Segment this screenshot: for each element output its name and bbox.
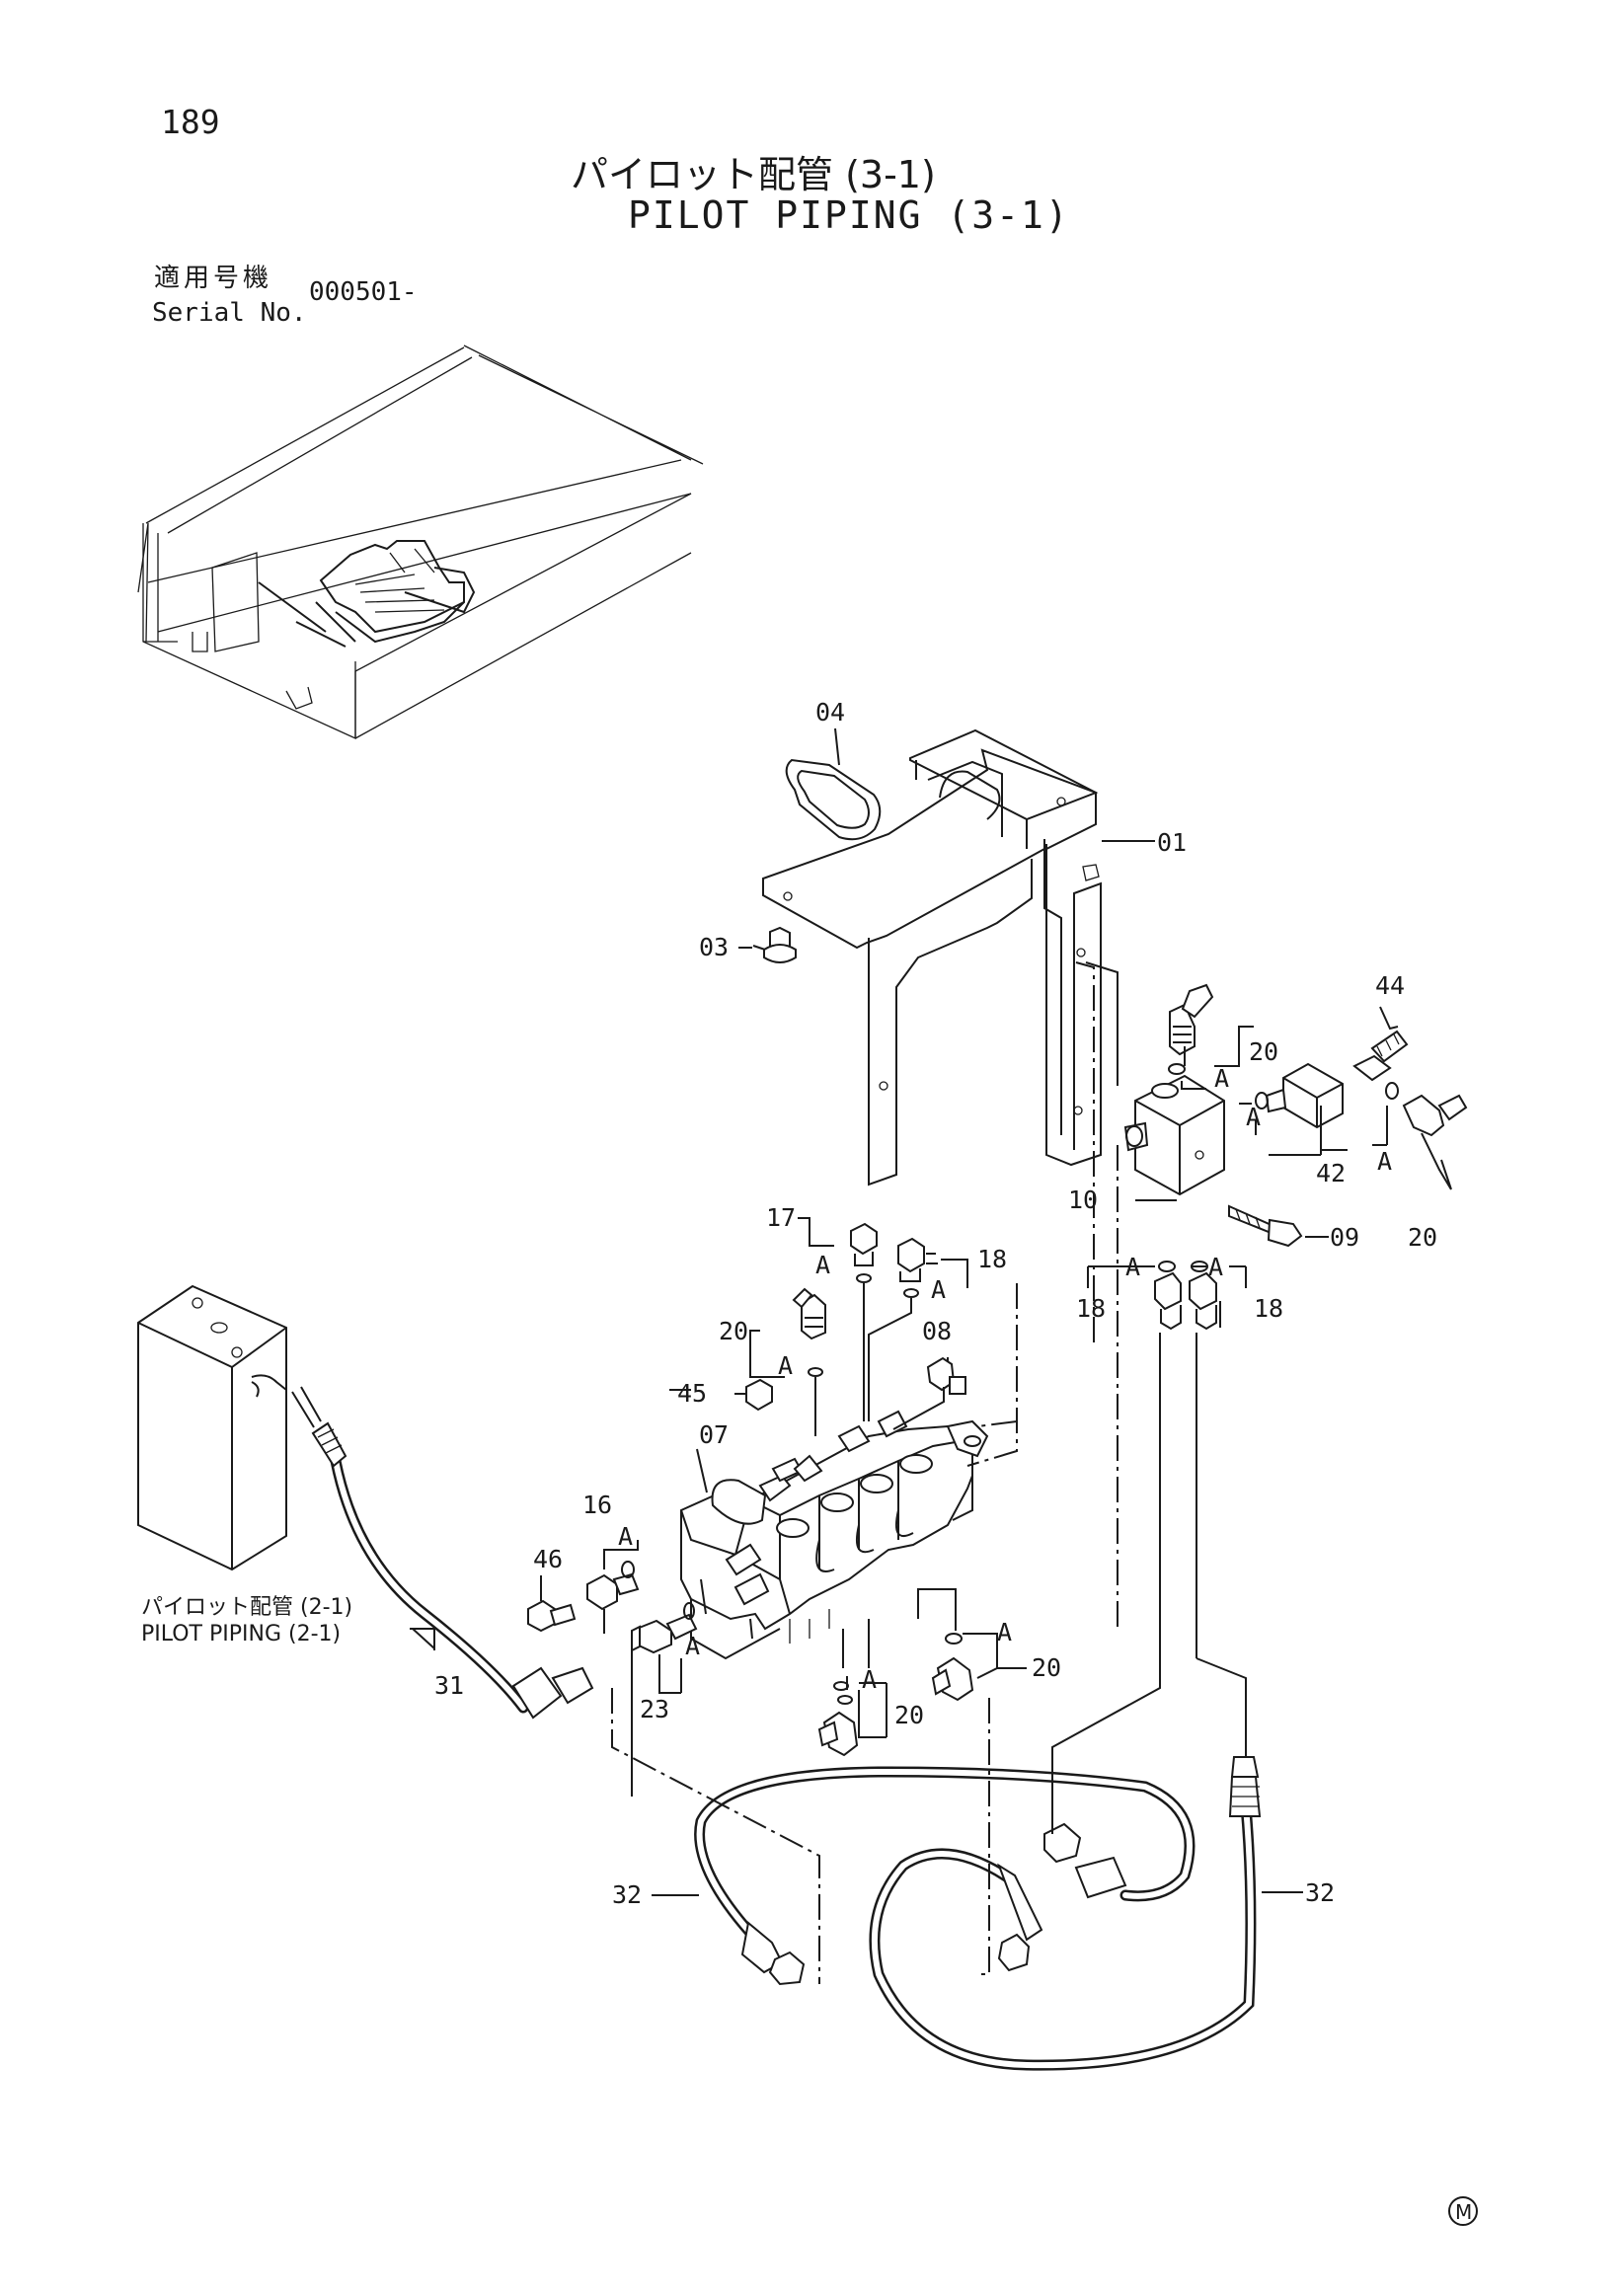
callout-10: 10 <box>1068 1186 1098 1214</box>
plug-17 <box>850 1222 878 1421</box>
seal-ring-markers <box>1087 1026 1388 1288</box>
serial-label-english: Serial No. <box>152 298 307 328</box>
machine-overview-illustration <box>137 344 704 740</box>
gasket-04 <box>785 758 882 841</box>
page-title-japanese: パイロット配管 (3-1) <box>571 153 936 196</box>
hose-32-right <box>869 1657 1262 2071</box>
hose-32-left <box>694 1648 1196 1986</box>
svg-text:M: M <box>1455 2200 1472 2224</box>
callout-20-top: 20 <box>1249 1037 1278 1066</box>
callout-20-lower-right: 20 <box>1032 1653 1061 1682</box>
dashed-routing-lines <box>611 961 1119 1984</box>
callout-31: 31 <box>434 1671 464 1700</box>
callout-03: 03 <box>699 933 729 961</box>
fitting-16 <box>586 1540 640 1634</box>
callout-04: 04 <box>815 698 845 727</box>
serial-label-japanese: 適用号機 <box>154 264 273 293</box>
a-marker: A <box>778 1351 793 1380</box>
callout-20-left: 20 <box>719 1317 748 1345</box>
fitting-18-pair <box>1154 1271 1221 1658</box>
reference-label-english: PILOT PIPING (2-1) <box>141 1622 342 1646</box>
callout-18-valve: 18 <box>977 1245 1007 1273</box>
callout-44: 44 <box>1375 971 1405 1000</box>
serial-number-value: 000501- <box>309 277 418 307</box>
adapter-42 <box>1255 1062 1344 1156</box>
bolt-09 <box>1228 1204 1303 1248</box>
a-marker: A <box>931 1275 946 1304</box>
callout-46: 46 <box>533 1545 563 1573</box>
callout-20-right: 20 <box>1408 1223 1437 1252</box>
callout-42: 42 <box>1316 1159 1346 1187</box>
callout-32-right: 32 <box>1305 1878 1335 1907</box>
screw-08 <box>892 1356 966 1430</box>
callout-16: 16 <box>582 1491 612 1519</box>
elbow-fitting-20-lower-mid <box>817 1619 887 1757</box>
callout-07: 07 <box>699 1420 729 1449</box>
nut-45 <box>734 1378 773 1412</box>
a-marker: A <box>862 1665 877 1694</box>
callout-08: 08 <box>922 1317 952 1345</box>
valve-block-10 <box>1085 961 1225 1196</box>
hose-31 <box>291 1386 594 1720</box>
bolt-03 <box>752 926 797 963</box>
elbow-fitting-20-right <box>1385 1082 1468 1190</box>
callout-20-lower-mid: 20 <box>894 1701 924 1729</box>
callout-18-right: 18 <box>1254 1294 1283 1323</box>
page-title-english: PILOT PIPING (3-1) <box>628 193 1070 237</box>
page-number: 189 <box>161 103 220 141</box>
fitting-18-top <box>868 1237 938 1421</box>
a-marker: A <box>997 1618 1012 1646</box>
a-marker: A <box>1246 1103 1261 1131</box>
a-marker: A <box>1214 1064 1229 1093</box>
callout-01: 01 <box>1157 828 1187 857</box>
a-marker: A <box>1377 1147 1392 1176</box>
callout-23: 23 <box>640 1695 669 1723</box>
callout-17: 17 <box>766 1203 796 1232</box>
callout-leaders <box>412 727 1348 1896</box>
accumulator-block <box>137 1284 287 1571</box>
bracket-01 <box>762 728 1102 1186</box>
elbow-fitting-20-top <box>1168 983 1214 1075</box>
elbow-fitting-20-lower-right <box>917 1588 1027 1702</box>
a-marker: A <box>685 1632 700 1660</box>
a-marker: A <box>1125 1253 1140 1281</box>
callout-18-left: 18 <box>1076 1294 1106 1323</box>
circled-m-mark: M <box>1448 2196 1478 2226</box>
reference-label-japanese: パイロット配管 (2-1) <box>141 1595 353 1620</box>
a-marker: A <box>815 1251 830 1279</box>
control-valve-07 <box>680 1410 989 1660</box>
a-marker: A <box>1208 1253 1223 1281</box>
elbow-fitting-20-left <box>792 1287 826 1436</box>
callout-09: 09 <box>1330 1223 1359 1252</box>
breather-44 <box>1352 1006 1409 1082</box>
a-marker: A <box>618 1522 633 1551</box>
callout-45: 45 <box>677 1379 707 1408</box>
callout-32-left: 32 <box>612 1880 642 1909</box>
fitting-46 <box>527 1575 577 1633</box>
fitting-23 <box>631 1578 707 1797</box>
